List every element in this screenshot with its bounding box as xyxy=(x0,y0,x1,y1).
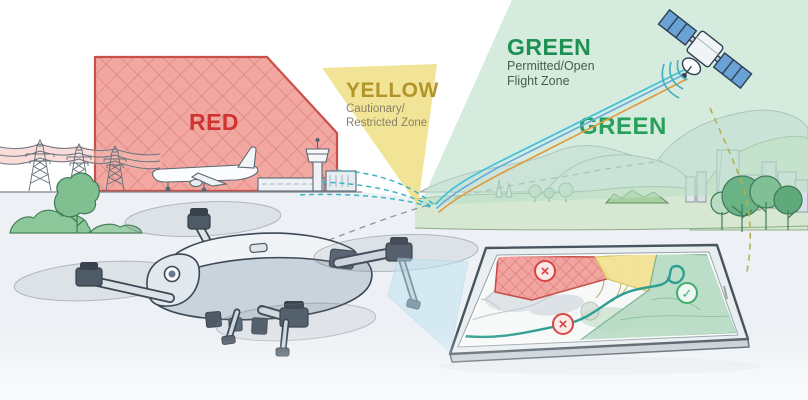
pylon-icon xyxy=(25,138,55,192)
yellow-zone-sublabel-2: Restricted Zone xyxy=(346,117,427,129)
terminal-building xyxy=(257,170,357,192)
svg-text:×: × xyxy=(541,263,550,280)
yellow-zone-label: YELLOW xyxy=(346,79,439,102)
control-tower-icon xyxy=(305,137,330,192)
bottom-fade xyxy=(0,330,808,400)
bush xyxy=(88,223,143,234)
green-field xyxy=(415,140,808,231)
tree-icon xyxy=(53,172,100,233)
map-drone-position xyxy=(580,301,600,321)
green-zone-label: GREEN xyxy=(507,34,591,60)
airport xyxy=(152,137,357,193)
yellow-zone-sublabel-1: Cautionary/ xyxy=(346,103,406,115)
power-lines xyxy=(0,138,163,192)
satellite-to-tablet-dashed-line xyxy=(709,107,752,277)
svg-text:✓: ✓ xyxy=(682,286,693,301)
trees-right xyxy=(710,175,803,232)
field-bottom-edge xyxy=(414,225,808,231)
satellite-icon xyxy=(657,8,753,99)
airplane-icon xyxy=(152,146,259,193)
yellow-zone xyxy=(322,64,437,206)
tablet-map: × × ✓ xyxy=(462,254,736,345)
svg-text:×: × xyxy=(559,316,568,333)
pylon-icon xyxy=(103,144,127,192)
signal-arcs xyxy=(661,59,688,99)
bezel-mark xyxy=(723,285,728,300)
no-fly-marker-icon: × xyxy=(534,260,556,282)
red-zone-label: RED xyxy=(189,109,239,135)
geofence-warning-beams xyxy=(295,169,434,208)
allowed-marker-icon: ✓ xyxy=(676,282,698,304)
green-zone-sublabel-2: Flight Zone xyxy=(507,74,570,88)
satellite-link-beams xyxy=(435,69,688,213)
green-zone-sublabel-1: Permitted/Open xyxy=(507,59,595,73)
trees-left xyxy=(9,172,143,234)
